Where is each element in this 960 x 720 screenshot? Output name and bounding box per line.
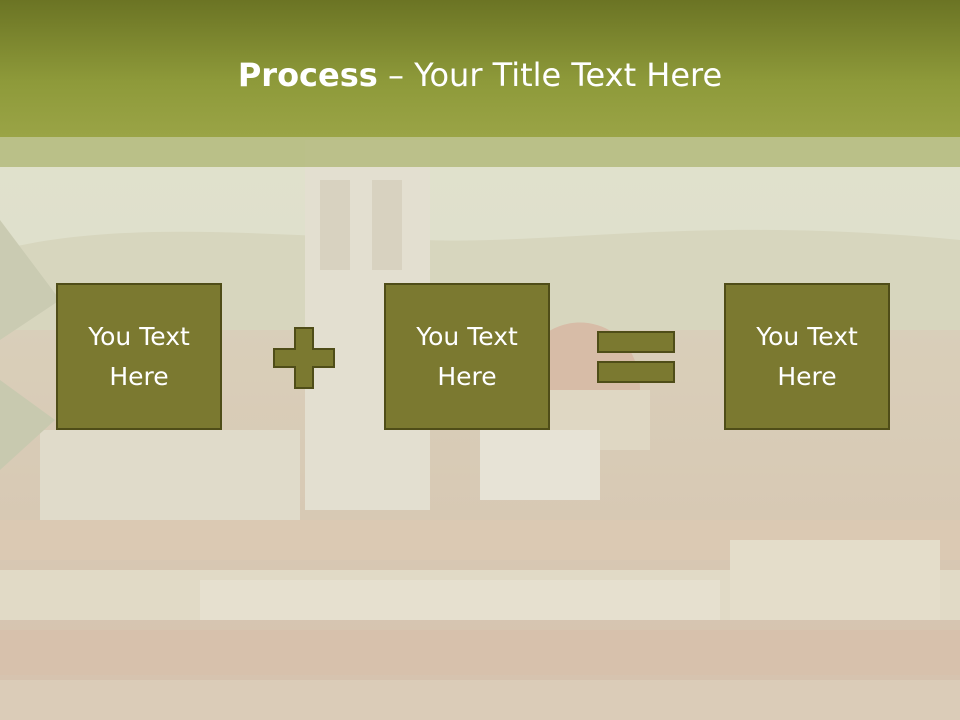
slide-title: Process – Your Title Text Here [0, 52, 960, 98]
plus-icon [273, 327, 335, 389]
title-rest: – Your Title Text Here [377, 56, 723, 94]
title-bold: Process [237, 56, 378, 94]
process-box-1: You Text Here [56, 283, 222, 430]
title-bar-shadow-strip [0, 137, 960, 167]
title-bar [0, 0, 960, 137]
equals-icon [597, 331, 675, 383]
process-box-2: You Text Here [384, 283, 550, 430]
process-box-3: You Text Here [724, 283, 890, 430]
